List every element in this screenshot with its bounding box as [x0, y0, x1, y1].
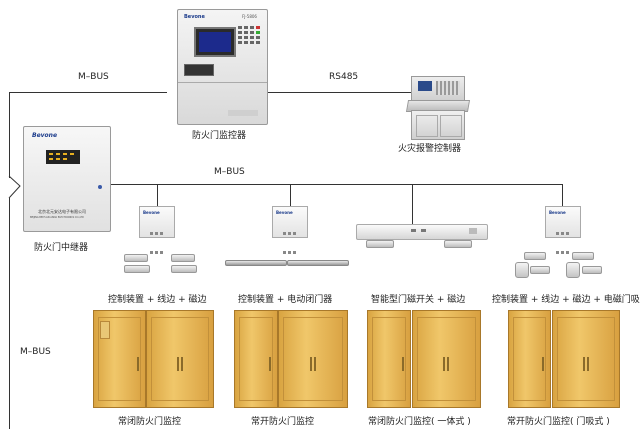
- fire-door-monitor: Bevone FJ-5806: [177, 9, 268, 125]
- monitor-divider: [178, 82, 267, 83]
- monitor-screen: [194, 27, 236, 57]
- electric-door-closer-2: [287, 260, 349, 266]
- control-device-4: Bevone: [545, 206, 581, 254]
- control-device-1: Bevone: [139, 206, 175, 254]
- magnet-edge-sensor-4b: [582, 266, 602, 274]
- repeater-display: [46, 150, 80, 164]
- repeater-label: 防火门中继器: [34, 243, 89, 253]
- drop-4: [562, 184, 563, 208]
- electromagnetic-holder-4a: [515, 262, 529, 278]
- door-4a: [508, 310, 551, 408]
- electromagnetic-holder-4b: [566, 262, 580, 278]
- config-4-component-label: 控制装置 + 线边 + 磁边 + 电磁门吸: [492, 295, 640, 305]
- mbus-middle-line: [110, 184, 563, 185]
- monitor-model: FJ-5806: [242, 14, 257, 19]
- mbus-top-label: M–BUS: [78, 72, 109, 82]
- control-device-2: Bevone: [272, 206, 308, 254]
- repeater-keyhole: [98, 185, 102, 189]
- monitor-brand-logo: Bevone: [184, 14, 205, 20]
- rs485-label: RS485: [329, 72, 359, 82]
- config-3-door-label: 常闭防火门监控( 一体式 ): [368, 417, 471, 427]
- config-4-door-label: 常开防火门监控( 门吸式 ): [507, 417, 610, 427]
- repeater-company: 北京北元安达电子有限公司: [38, 209, 86, 214]
- door-1b: [146, 310, 214, 408]
- left-bus-zigzag: [8, 176, 21, 199]
- drop-1: [157, 184, 158, 208]
- magnet-edge-sensor-1a: [124, 265, 150, 273]
- rs485-line: [268, 92, 428, 93]
- mbus-middle-label: M–BUS: [214, 167, 245, 177]
- config-1-door-label: 常闭防火门监控: [118, 417, 182, 427]
- electric-door-closer-1: [225, 260, 287, 266]
- door-4b: [552, 310, 620, 408]
- mbus-left-label: M–BUS: [20, 347, 51, 357]
- line-edge-sensor-1b: [171, 254, 195, 262]
- door-3b: [412, 310, 481, 408]
- monitor-keypad: [238, 26, 260, 56]
- door-1a: [93, 310, 146, 408]
- fire-alarm-controller: [405, 76, 471, 140]
- mbus-top-line: [9, 92, 167, 93]
- config-2-door-label: 常开防火门监控: [251, 417, 315, 427]
- mbus-left-vertical: [9, 92, 10, 178]
- monitor-label: 防火门监控器: [192, 131, 247, 141]
- config-2-component-label: 控制装置 + 电动闭门器: [238, 295, 333, 305]
- repeater-brand-logo: Bevone: [32, 132, 58, 139]
- line-edge-sensor-1a: [124, 254, 148, 262]
- door-3a: [367, 310, 411, 408]
- door-2b: [278, 310, 348, 408]
- config-1-component-label: 控制装置 + 线边 + 磁边: [108, 295, 207, 305]
- config-3-component-label: 智能型门磁开关 + 磁边: [371, 295, 466, 305]
- mbus-left-lower: [9, 198, 10, 429]
- line-edge-sensor-4b: [572, 252, 594, 260]
- alarm-controller-label: 火灾报警控制器: [398, 144, 462, 154]
- repeater-company-en: BEIJING BEIYUAN ANDA ELECTRONICS CO.,LTD: [30, 216, 84, 219]
- magnet-edge-sensor-1b: [171, 265, 197, 273]
- door-2a: [234, 310, 278, 408]
- magnet-edge-sensor-4a: [530, 266, 550, 274]
- line-edge-sensor-4a: [524, 252, 546, 260]
- smart-magnetic-switch: [356, 224, 488, 240]
- monitor-vent-slot: [184, 64, 214, 76]
- magnet-edge-sensor-3b: [444, 240, 472, 248]
- fire-door-repeater: Bevone 北京北元安达电子有限公司 BEIJING BEIYUAN ANDA…: [23, 126, 111, 232]
- drop-3: [412, 184, 413, 224]
- magnet-edge-sensor-3a: [366, 240, 394, 248]
- drop-2: [290, 184, 291, 208]
- monitor-plate: [228, 110, 258, 116]
